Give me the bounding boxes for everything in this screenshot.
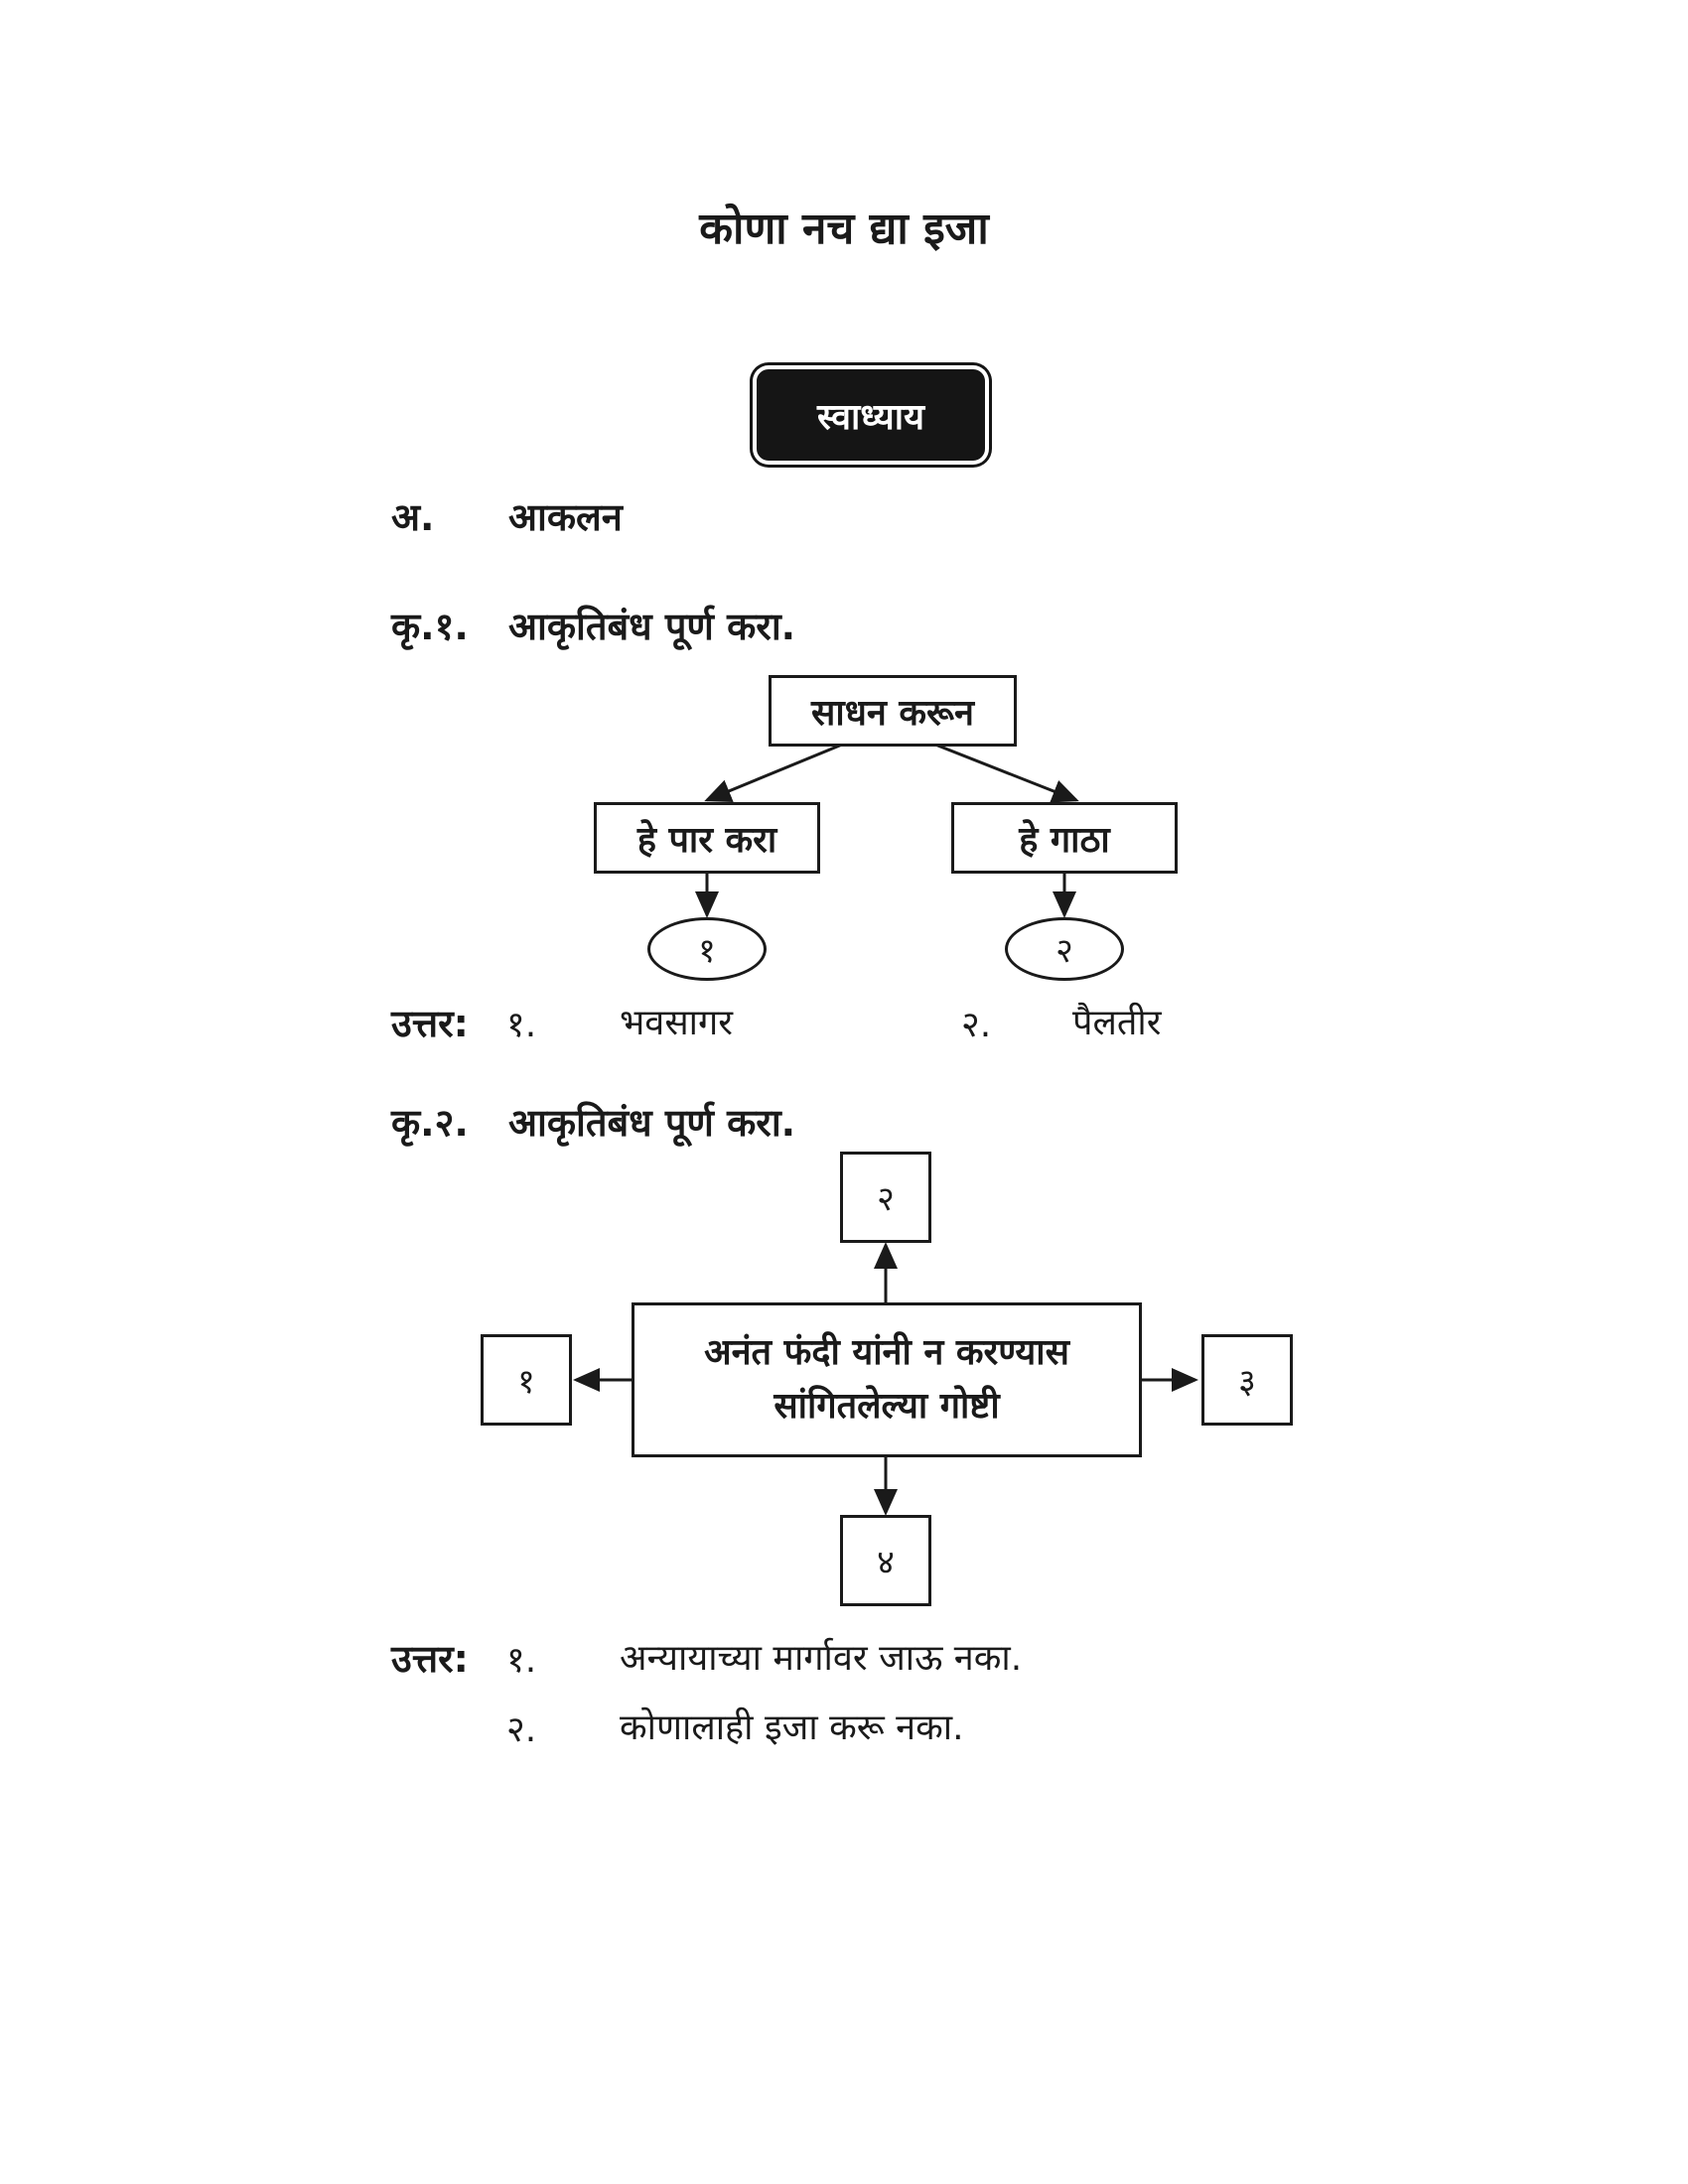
q2-center-line-2: सांगितलेल्या गोष्टी (774, 1386, 1000, 1427)
q1-root-box: साधन करून (769, 675, 1017, 747)
section-marker: अ. (391, 495, 435, 539)
q1-answer-1-text: भवसागर (620, 1003, 733, 1043)
q2-answer-2-text: कोणालाही इजा करू नका. (620, 1707, 964, 1748)
q1-right-blank: २ (1005, 917, 1124, 981)
q2-right-box: ३ (1201, 1334, 1293, 1426)
q2-center-box: अनंत फंदी यांनी न करण्यास सांगितलेल्या ग… (632, 1302, 1142, 1457)
q2-answer-2-num: २. (506, 1709, 537, 1750)
q1-answer-1-num: १. (506, 1005, 537, 1045)
section-label: आकलन (508, 495, 623, 539)
q1-right-box: हे गाठा (951, 802, 1178, 874)
exercise-badge: स्वाध्याय (757, 369, 985, 461)
q1-arrow-left (704, 743, 843, 802)
q2-answer-1-num: १. (506, 1640, 537, 1681)
q2-top-box: २ (840, 1152, 931, 1243)
q1-answer-label: उत्तर: (391, 1002, 469, 1045)
q1-number: कृ.१. (391, 605, 469, 648)
q1-left-blank: १ (647, 917, 767, 981)
q2-center-line-1: अनंत फंदी यांनी न करण्यास (704, 1332, 1069, 1373)
q1-arrow-right (934, 743, 1079, 803)
q1-prompt: आकृतिबंध पूर्ण करा. (508, 605, 796, 648)
q2-number: कृ.२. (391, 1101, 469, 1145)
q2-bottom-box: ४ (840, 1515, 931, 1606)
page-title: कोणा नच द्या इजा (699, 204, 989, 254)
q1-answer-2-num: २. (961, 1005, 992, 1045)
q1-left-box: हे पार करा (594, 802, 820, 874)
q1-answer-2-text: पैलतीर (1072, 1003, 1162, 1043)
q2-prompt: आकृतिबंध पूर्ण करा. (508, 1101, 796, 1145)
q2-left-box: १ (481, 1334, 572, 1426)
q2-answer-label: उत्तर: (391, 1637, 469, 1681)
q2-answer-1-text: अन्यायाच्या मार्गावर जाऊ नका. (620, 1638, 1023, 1679)
